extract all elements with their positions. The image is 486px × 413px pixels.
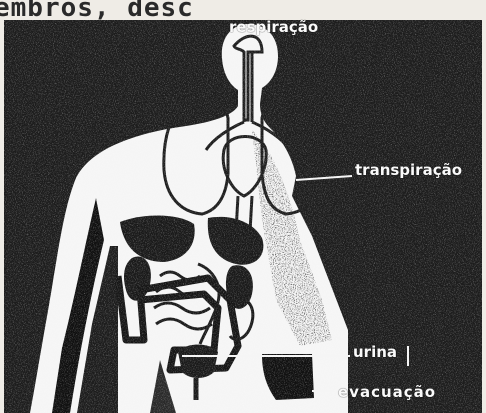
label-evacuation: evacuação xyxy=(338,383,436,401)
label-transpiration: transpiração xyxy=(355,161,462,179)
label-respiration: respiração xyxy=(229,18,318,36)
background-speckle xyxy=(4,20,482,413)
label-urine: urina xyxy=(353,343,397,361)
